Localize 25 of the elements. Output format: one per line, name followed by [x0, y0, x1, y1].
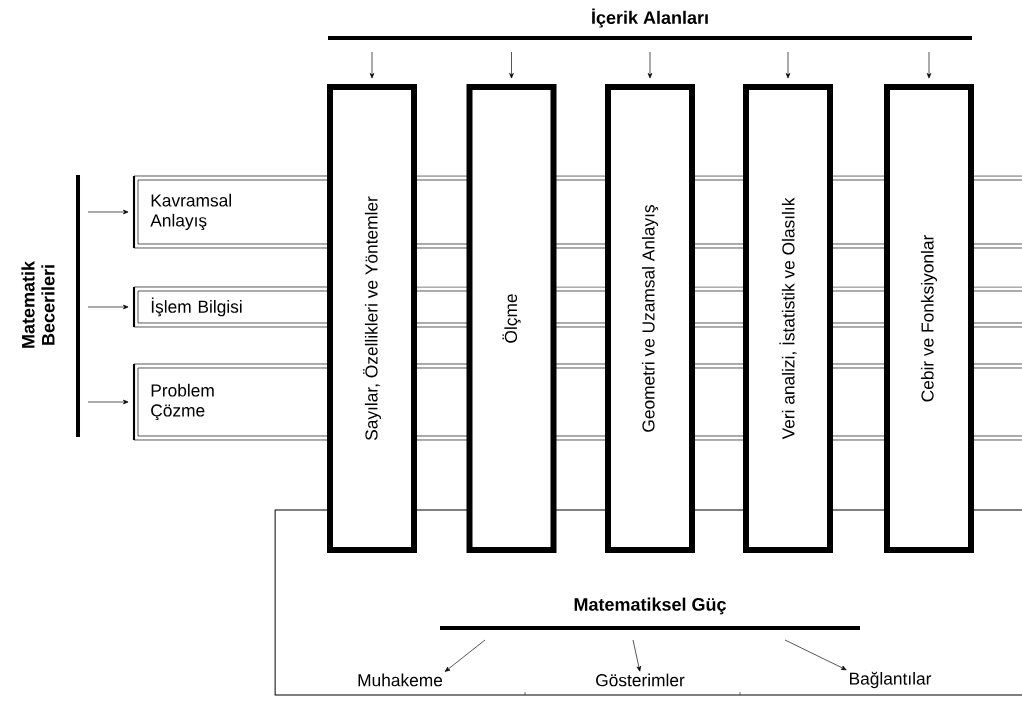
arrow	[509, 51, 514, 79]
content-column: Cebir ve Fonksiyonlar	[884, 84, 974, 553]
arrow	[369, 51, 375, 79]
arrow	[784, 639, 847, 671]
heading: Matematiksel Güç	[574, 597, 726, 615]
content-column: Veri analizi, İstatistik ve Olasılık	[743, 84, 833, 553]
skill-band: İşlem Bilgisi	[132, 286, 331, 328]
skill-band: Kavramsal Anlayış	[132, 175, 331, 249]
arrow	[87, 399, 129, 405]
content-column: Geometri ve Uzamsal Anlayış	[605, 84, 695, 553]
content-column: Sayılar, Özellikleri ve Yöntemler	[327, 84, 417, 553]
arrow	[632, 639, 641, 672]
content-column: Ölçme	[466, 84, 557, 553]
arrow	[926, 51, 932, 79]
arrow	[87, 209, 129, 215]
arrow	[87, 304, 129, 310]
heading: Matematik Becerileri	[21, 260, 55, 348]
arrow	[785, 51, 791, 79]
arrow	[444, 639, 486, 672]
text-label: Muhakeme	[358, 673, 443, 687]
text-label: Gösterimler	[596, 673, 685, 687]
text-label: Bağlantılar	[850, 671, 932, 689]
heading: İçerik Alanları	[592, 8, 708, 28]
arrow	[647, 51, 653, 79]
skill-band: Problem Çözme	[132, 363, 331, 441]
